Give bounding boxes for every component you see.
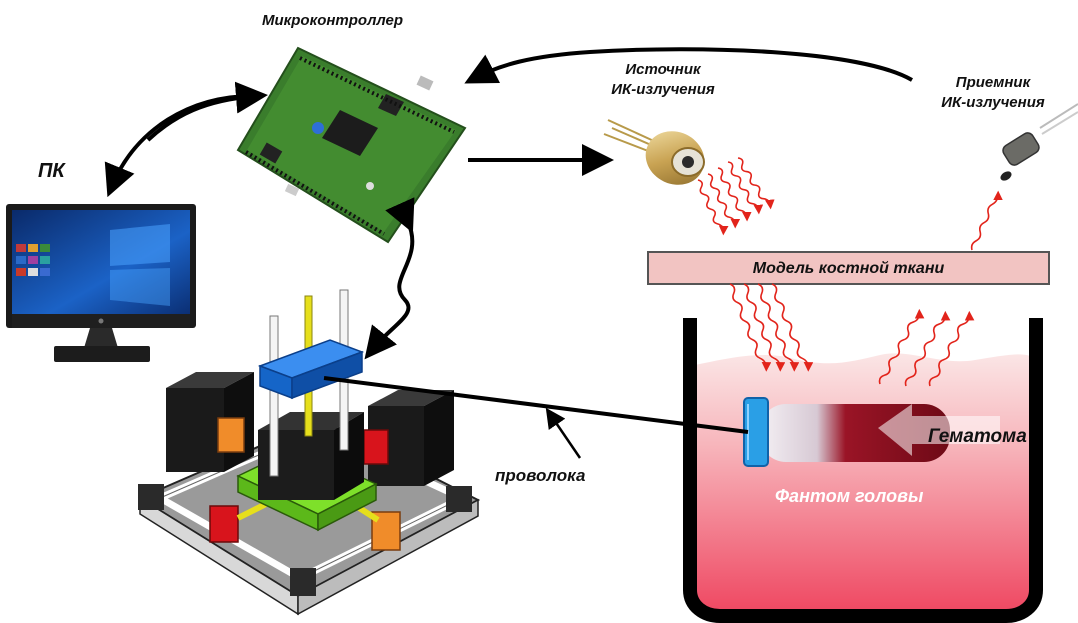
microcontroller-board bbox=[236, 46, 467, 244]
bone-model-slab bbox=[647, 251, 1050, 285]
ir-receiver-label-line1: Приемник bbox=[955, 74, 1031, 91]
pc-monitor bbox=[6, 204, 196, 362]
microcontroller-label: Микроконтроллер bbox=[262, 12, 404, 29]
wire bbox=[323, 376, 749, 434]
ir-source-label: Источник ИК-излучения bbox=[578, 60, 748, 100]
ir-source-label-line1: Источник bbox=[625, 61, 701, 78]
ir-source-icon bbox=[603, 119, 705, 185]
ir-receiver-label-line2: ИК-излучения bbox=[941, 94, 1045, 111]
arrow-pc-to-mcu bbox=[146, 81, 268, 142]
ir-receiver-icon bbox=[1000, 103, 1078, 181]
positioning-stage bbox=[137, 289, 481, 616]
ir-source-label-line2: ИК-излучения bbox=[611, 81, 715, 98]
head-phantom-label: Фантом головы bbox=[775, 486, 924, 506]
ir-receiver-label: Приемник ИК-излучения bbox=[913, 73, 1073, 113]
arrow-mcu-stage bbox=[364, 197, 415, 360]
bone-model-label: Модель костной ткани bbox=[752, 260, 945, 277]
head-phantom-container bbox=[683, 318, 1043, 623]
hematoma-label: Гематома bbox=[928, 426, 1027, 447]
hematoma-tube bbox=[743, 397, 1000, 467]
wire-label: проволока bbox=[495, 466, 586, 485]
connection-arrows bbox=[104, 47, 913, 459]
pc-label: ПК bbox=[38, 160, 65, 182]
arrow-wire-pointer bbox=[545, 407, 582, 459]
ir-waves bbox=[697, 157, 1003, 387]
arrow-mcu-to-pc bbox=[104, 93, 257, 198]
arrow-receiver-to-mcu bbox=[464, 47, 913, 84]
